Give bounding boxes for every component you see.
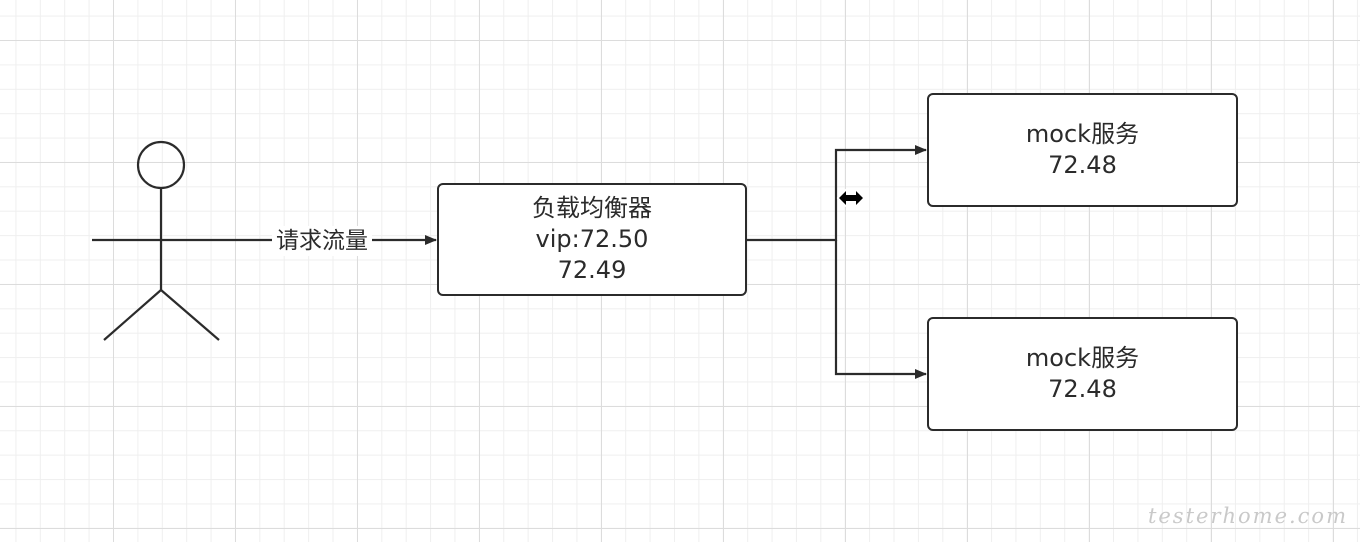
resize-horizontal-cursor-icon [837,189,865,207]
stick-figure-user-icon[interactable] [92,140,232,341]
mock-service-bottom-ip: 72.48 [1048,375,1117,403]
watermark: testerhome.com [1147,504,1348,528]
actor-head [136,140,186,190]
mock-service-top-ip: 72.48 [1048,151,1117,179]
load-balancer-title: 负载均衡器 [532,194,652,222]
mock-service-bottom-title: mock服务 [1025,344,1140,372]
lb-to-service-top-edge[interactable] [747,145,927,242]
request-edge-label: 请求流量 [272,226,372,256]
lb-to-service-bottom-edge[interactable] [834,240,927,379]
actor-left-leg [103,289,162,341]
mock-service-node-bottom[interactable]: mock服务 72.48 [927,317,1238,431]
load-balancer-vip: vip:72.50 [535,225,649,253]
mock-service-node-top[interactable]: mock服务 72.48 [927,93,1238,207]
load-balancer-node[interactable]: 负载均衡器 vip:72.50 72.49 [437,183,747,296]
load-balancer-ip: 72.49 [557,256,627,284]
actor-right-leg [160,289,220,341]
mock-service-top-title: mock服务 [1025,120,1140,148]
